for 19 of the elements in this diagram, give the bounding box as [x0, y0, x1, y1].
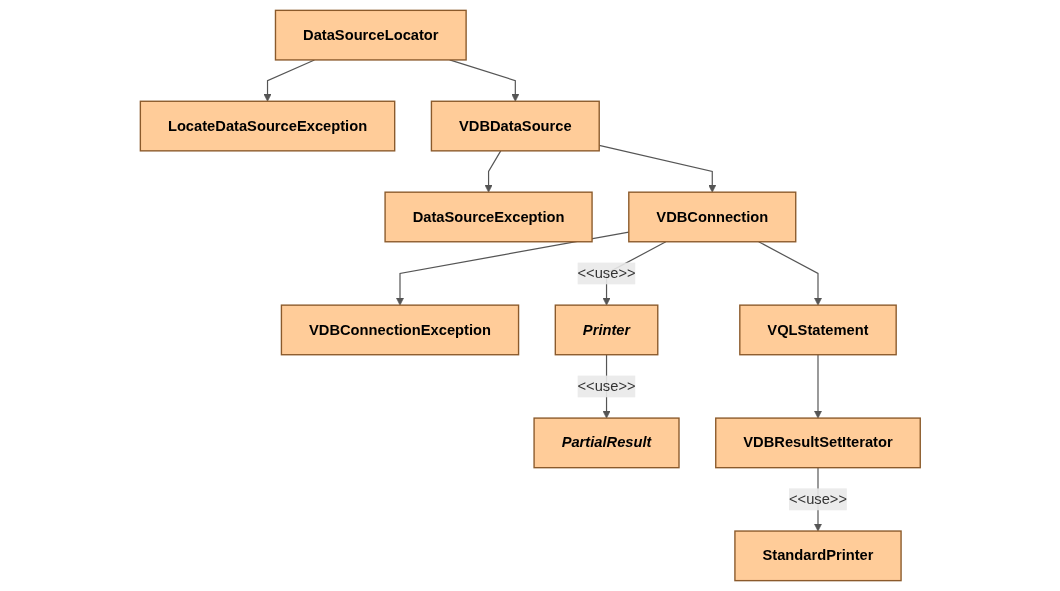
node-box: DataSourceLocator	[274, 9, 467, 61]
arrow	[263, 59, 315, 102]
node-box: Printer	[554, 304, 659, 356]
edge-label: <<use>>	[577, 265, 636, 281]
arrow	[484, 150, 501, 193]
node-box: DataSourceException	[384, 191, 593, 243]
node-box: VDBConnection	[627, 191, 797, 243]
node-box: VDBResultSetIterator	[714, 417, 921, 469]
arrow	[757, 241, 822, 306]
node-box: LocateDataSourceException	[139, 100, 396, 152]
node-box: PartialResult	[533, 417, 680, 469]
edge-label: <<use>>	[788, 491, 847, 507]
node-box: VQLStatement	[738, 304, 897, 356]
edge-label: <<use>>	[577, 378, 636, 394]
node-box: VDBConnectionException	[280, 304, 519, 356]
arrow	[598, 144, 716, 193]
node-box: VDBDataSource	[430, 100, 600, 152]
node-box: StandardPrinter	[733, 530, 902, 582]
arrow	[813, 354, 822, 419]
